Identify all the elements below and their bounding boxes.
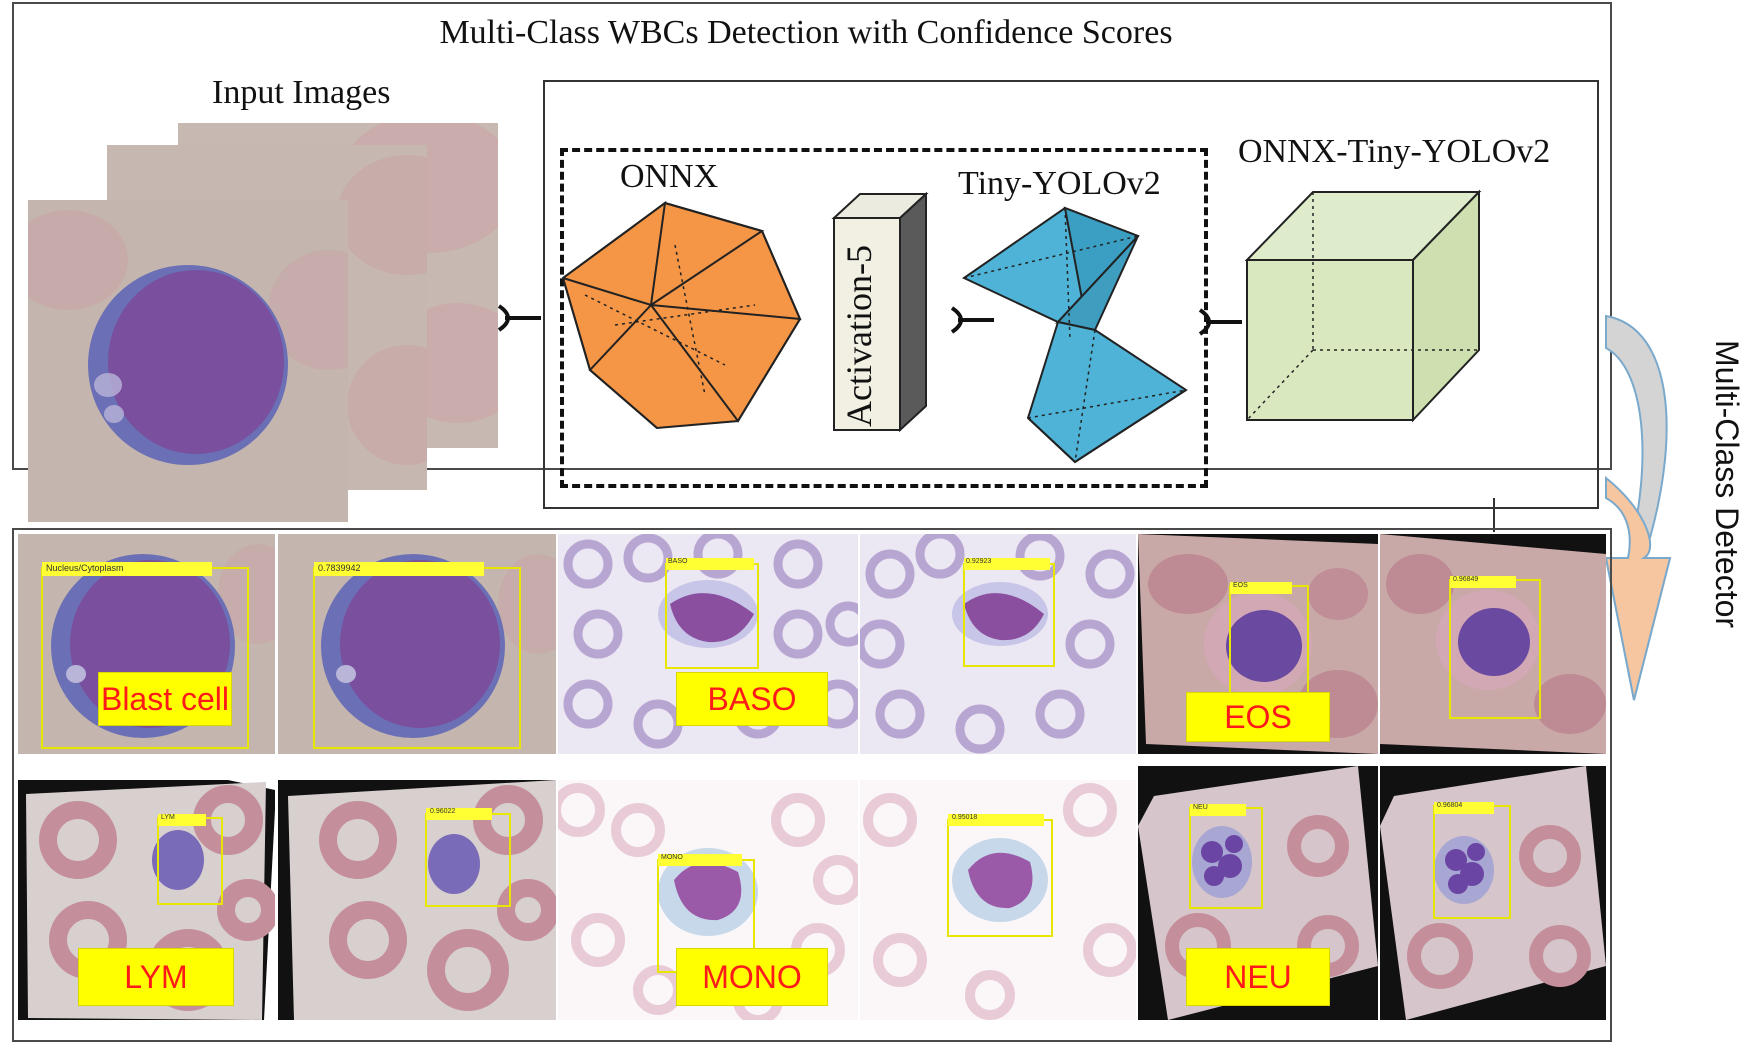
baso-class-text: BASO	[668, 558, 688, 565]
detector-curved-arrow-icon	[1604, 314, 1672, 701]
blast-tile-score: 0.7839942	[278, 534, 556, 754]
neu-class-text: NEU	[1193, 804, 1208, 811]
baso-tile-score: 0.92923	[860, 534, 1136, 754]
eos-score-text: 0.96849	[1453, 576, 1479, 583]
arrow-to-cube	[1198, 308, 1242, 336]
class-badge-eos: EOS	[1186, 692, 1330, 742]
eos-tile-score: 0.96849	[1380, 534, 1606, 754]
multi-class-detector-label: Multi-Class Detector	[1709, 340, 1745, 629]
results-panel	[12, 528, 1612, 1042]
class-badge-baso: BASO	[676, 672, 828, 726]
neu-score-text: 0.96804	[1437, 802, 1463, 809]
mono-score-text: 0.95018	[952, 814, 978, 821]
activation-block-icon	[831, 191, 929, 433]
onnx-tiny-yolo-cube-icon	[1244, 189, 1482, 423]
class-badge-neu: NEU	[1186, 948, 1330, 1006]
eos-class-text: EOS	[1233, 582, 1248, 589]
blast-score-text: 0.7839942	[318, 563, 361, 573]
class-badge-lym: LYM	[78, 948, 234, 1006]
blast-class-text: Nucleus/Cytoplasm	[46, 563, 124, 573]
activation-label: Activation-5	[839, 245, 879, 427]
onnx-polyhedron-icon	[561, 200, 802, 430]
lym-score-text: 0.96022	[430, 808, 456, 815]
connector-line	[1493, 498, 1495, 532]
class-badge-blast: Blast cell	[98, 672, 232, 726]
lym-class-text: LYM	[161, 814, 175, 821]
onnx-label: ONNX	[620, 158, 719, 195]
baso-score-text: 0.92923	[966, 558, 992, 565]
tiny-yolo-label: Tiny-YOLOv2	[958, 165, 1161, 202]
input-image-front	[28, 200, 348, 522]
input-images-label: Input Images	[212, 74, 391, 111]
onnx-tiny-yolo-label: ONNX-Tiny-YOLOv2	[1238, 133, 1551, 170]
model-box	[543, 80, 1599, 509]
class-badge-mono: MONO	[676, 948, 828, 1006]
lym-tile-score: 0.96022	[278, 780, 556, 1020]
neu-tile-score: 0.96804	[1380, 766, 1606, 1020]
top-panel	[12, 2, 1612, 470]
figure-title: Multi-Class WBCs Detection with Confiden…	[439, 14, 1173, 51]
mono-tile-score: 0.95018	[860, 780, 1136, 1020]
mono-class-text: MONO	[661, 854, 683, 861]
arrow-to-model	[497, 304, 541, 332]
arrow-to-tiny-yolo	[950, 306, 994, 334]
tiny-yolo-hourglass-icon	[962, 206, 1188, 464]
